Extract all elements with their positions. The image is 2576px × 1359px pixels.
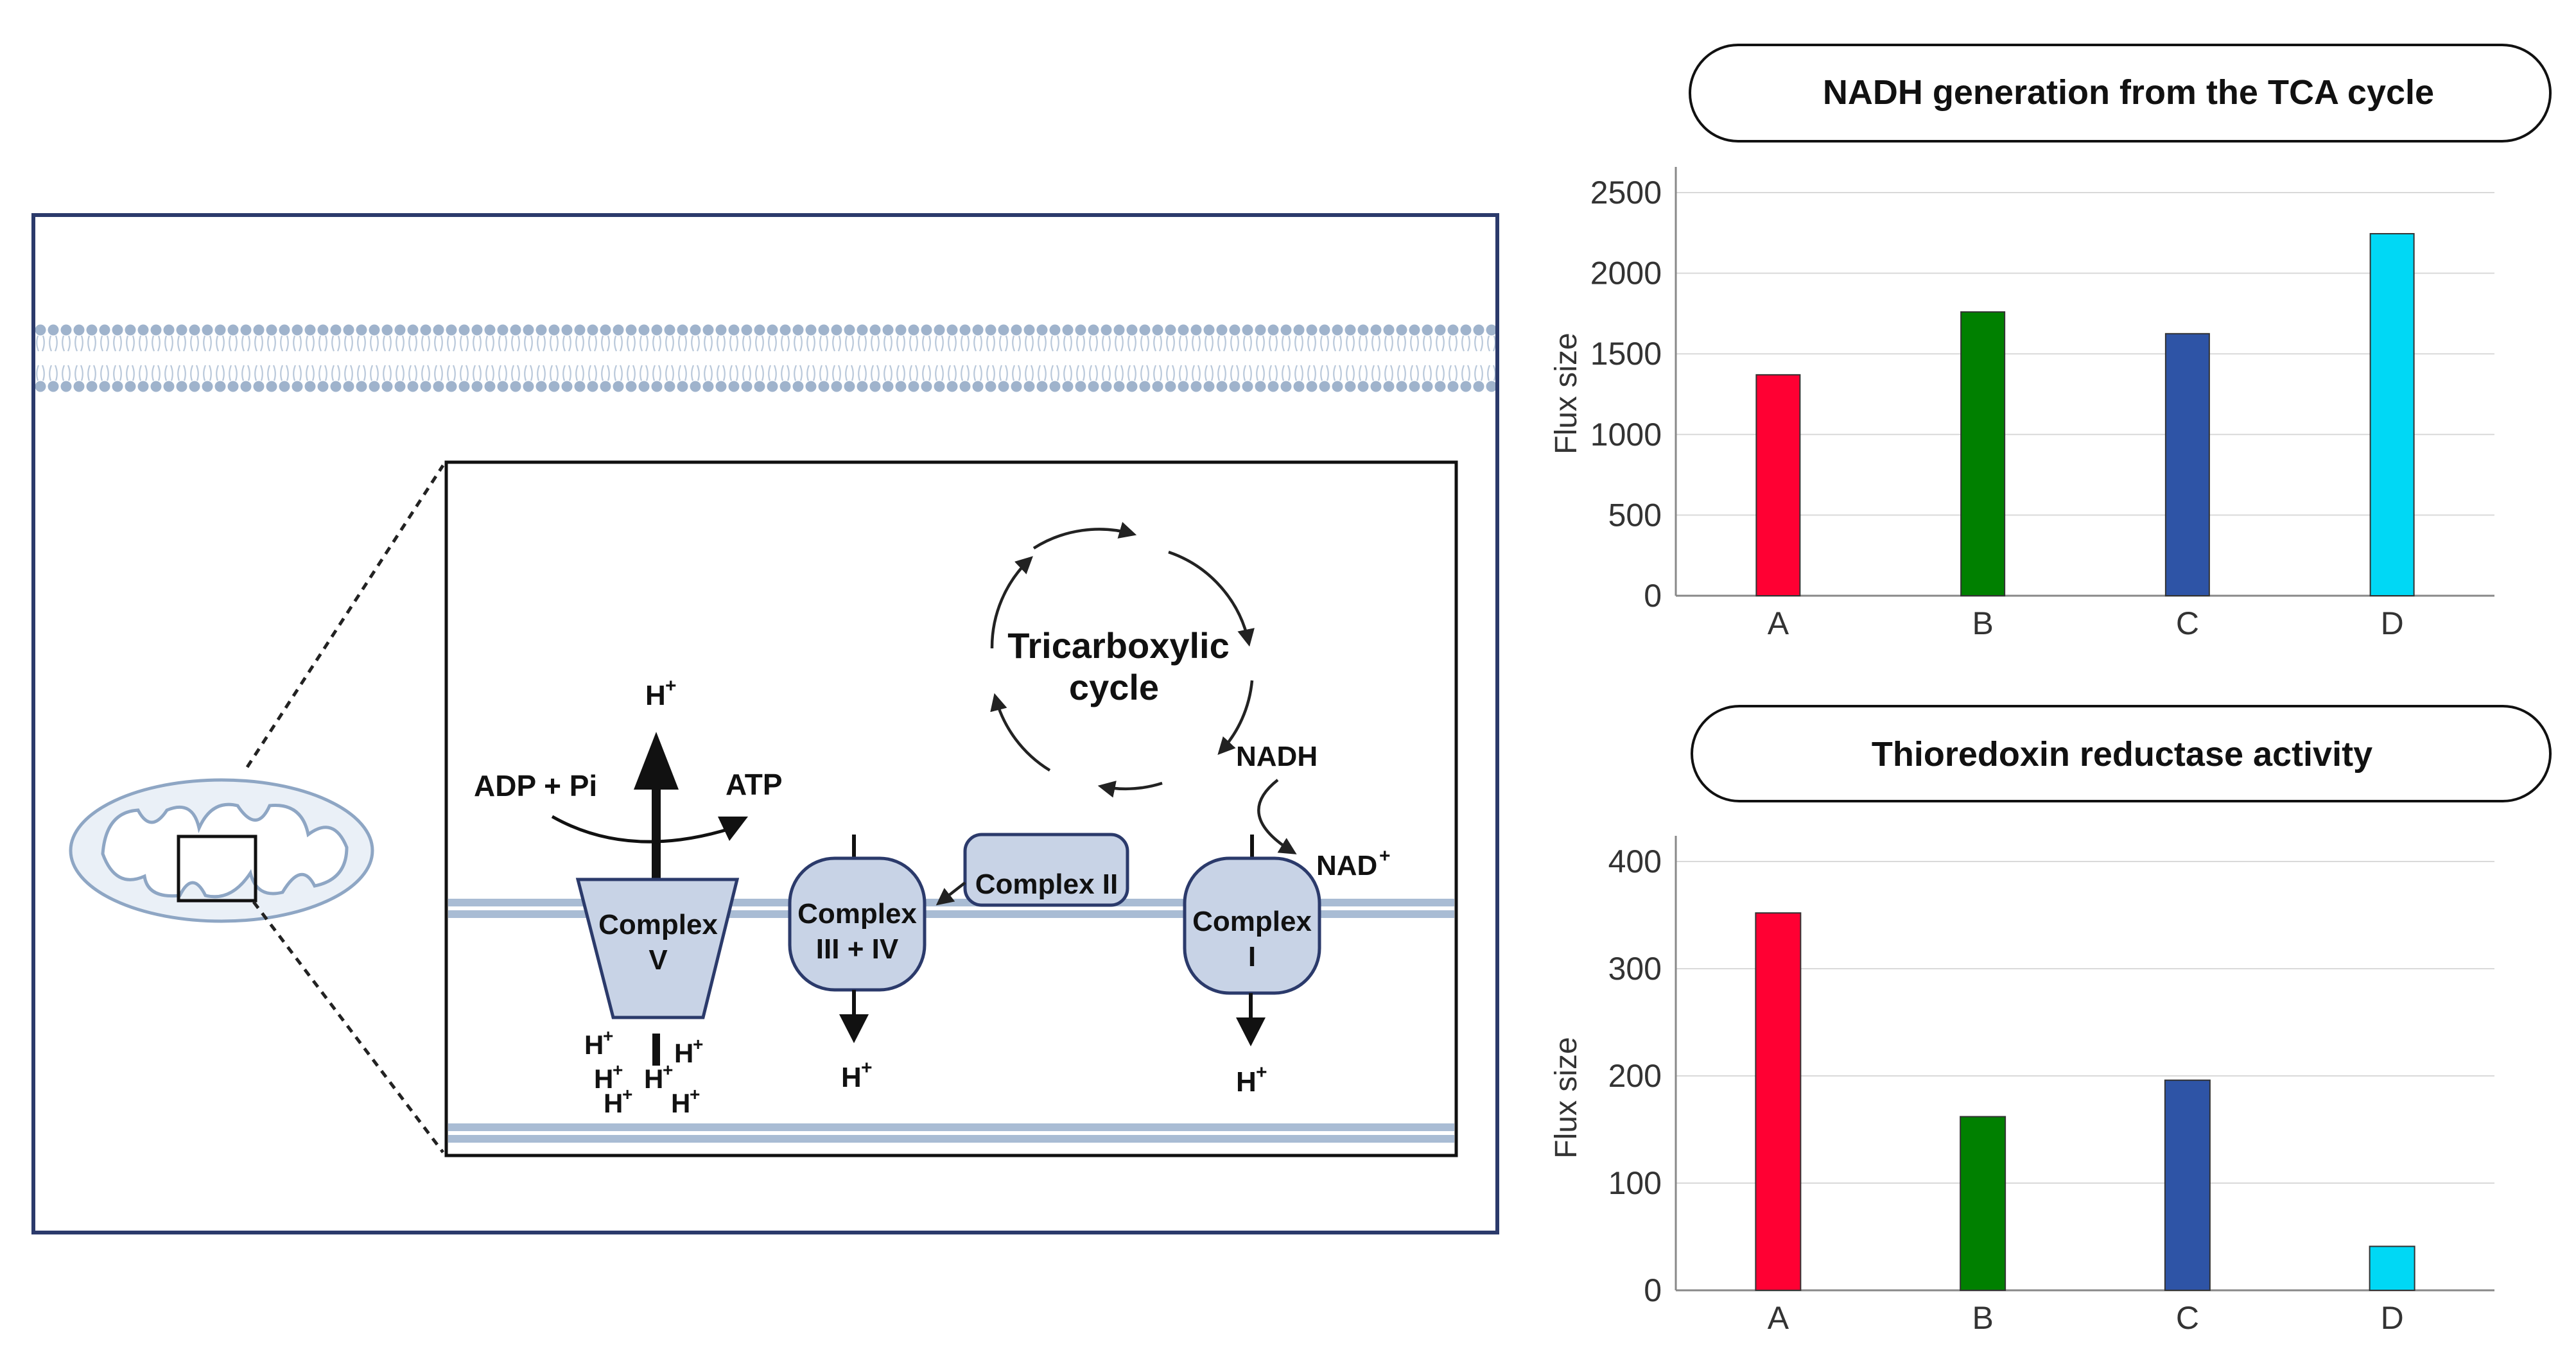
nadh-to-nad-arrow	[1257, 779, 1297, 854]
chart-title: Thioredoxin reductase activity	[1872, 735, 2372, 774]
y-tick-label: 0	[1644, 1272, 1662, 1308]
x-tick-label: D	[2381, 1300, 2404, 1336]
proton-cluster-matrix: H+ H+ H+ H+ H+ H+	[584, 1026, 703, 1118]
complex-iii-iv-down-arrow	[839, 1014, 869, 1043]
top-lipid-bilayer	[35, 324, 1495, 392]
x-tick-label: A	[1768, 605, 1789, 641]
complex-i-label-line2: I	[1248, 941, 1256, 973]
atp-arrowhead	[718, 817, 748, 841]
tca-cycle-arrows	[990, 522, 1255, 798]
complex-v-label-line1: Complex	[598, 909, 718, 940]
svg-text:+: +	[1379, 845, 1391, 867]
inner-membrane-lower	[448, 1123, 1454, 1143]
bar-c	[2164, 1079, 2211, 1292]
svg-text:NAD: NAD	[1316, 850, 1377, 881]
y-tick-label: 1500	[1590, 336, 1662, 372]
svg-text:H: H	[644, 1064, 663, 1094]
y-tick-label: 500	[1608, 497, 1662, 533]
bar-c	[2164, 333, 2210, 596]
x-tick-label: A	[1768, 1300, 1789, 1336]
svg-text:+: +	[603, 1026, 613, 1046]
proton-above-complex-v: H +	[645, 675, 677, 711]
complex-ii-label: Complex II	[975, 869, 1118, 900]
x-tick-label: C	[2176, 1300, 2199, 1336]
atp-label: ATP	[726, 768, 783, 801]
bar-d	[2369, 1245, 2415, 1292]
svg-text:+: +	[663, 1060, 673, 1080]
complex-i-down-arrow	[1236, 1017, 1266, 1046]
svg-text:+: +	[861, 1057, 873, 1078]
complex-ii-arrow	[936, 881, 966, 906]
svg-text:H: H	[645, 680, 666, 711]
complex-iii-iv-label-line1: Complex	[797, 898, 917, 930]
tca-cycle-label-line2: cycle	[1069, 667, 1159, 707]
chart-title: NADH generation from the TCA cycle	[1823, 73, 2434, 112]
complex-v-label-line2: V	[648, 944, 668, 976]
complex-i: Complex I	[1183, 835, 1321, 1046]
nadh-label: NADH	[1236, 741, 1318, 772]
complex-iii-iv: Complex III + IV	[788, 835, 927, 1043]
atp-synthesis-arrow	[551, 815, 733, 844]
chart-title-pill	[1689, 44, 2552, 143]
bar-a	[1755, 374, 1801, 597]
tca-cycle-label-line1: Tricarboxylic	[1007, 625, 1230, 666]
svg-text:H: H	[671, 1088, 690, 1118]
nad-plus-label: NAD +	[1316, 845, 1391, 881]
complex-ii: Complex II	[963, 833, 1129, 907]
svg-text:H: H	[584, 1030, 604, 1060]
y-tick-label: 100	[1608, 1165, 1662, 1201]
svg-text:+: +	[690, 1084, 700, 1104]
svg-text:H: H	[674, 1038, 693, 1068]
svg-text:H: H	[1236, 1066, 1257, 1098]
bar-a	[1755, 912, 1802, 1292]
chart-nadh-generation: NADH generation from the TCA cycle Flux …	[1549, 44, 2552, 641]
svg-text:+: +	[613, 1060, 623, 1080]
complex-v: Complex V	[575, 732, 740, 1066]
x-tick-label: D	[2381, 605, 2404, 641]
svg-text:H: H	[841, 1062, 862, 1093]
chart-thioredoxin-reductase: Thioredoxin reductase activity Flux size…	[1549, 705, 2552, 1336]
proton-up-arrow	[634, 732, 679, 790]
mitochondrion-diagram: Tricarboxylic cycle NADH NAD + Complex I…	[31, 213, 1499, 1234]
y-tick-label: 1000	[1590, 417, 1662, 453]
y-tick-label: 400	[1608, 844, 1662, 879]
bar-b	[1960, 1116, 2006, 1291]
svg-text:+: +	[693, 1034, 703, 1054]
bar-d	[2369, 233, 2415, 596]
mitochondrion-icon	[69, 778, 374, 923]
svg-text:+: +	[1256, 1062, 1267, 1083]
y-axis-label: Flux size	[1549, 1037, 1583, 1158]
y-tick-label: 0	[1644, 578, 1662, 614]
zoom-line-top	[245, 464, 445, 768]
adp-pi-label: ADP + Pi	[474, 769, 597, 802]
svg-text:+: +	[622, 1084, 632, 1104]
y-tick-label: 2500	[1590, 175, 1662, 211]
zoom-box	[177, 835, 257, 903]
svg-text:+: +	[665, 675, 677, 697]
y-tick-label: 200	[1608, 1058, 1662, 1094]
proton-below-complex-i: H +	[1236, 1062, 1267, 1098]
complex-iii-iv-label-line2: III + IV	[816, 933, 899, 965]
proton-below-complex-iii-iv: H +	[841, 1057, 873, 1093]
complex-i-label-line1: Complex	[1192, 906, 1312, 937]
x-tick-label: B	[1972, 1300, 1993, 1336]
svg-text:H: H	[594, 1064, 613, 1094]
x-tick-label: C	[2176, 605, 2199, 641]
x-tick-label: B	[1972, 605, 1993, 641]
zoom-panel-frame	[444, 460, 1458, 1157]
svg-text:H: H	[604, 1088, 623, 1118]
y-axis-label: Flux size	[1549, 333, 1583, 454]
zoom-line-bottom	[252, 901, 444, 1154]
y-tick-label: 2000	[1590, 255, 1662, 291]
y-tick-label: 300	[1608, 951, 1662, 987]
chart-title-pill	[1691, 705, 2552, 802]
bar-b	[1960, 311, 2006, 596]
